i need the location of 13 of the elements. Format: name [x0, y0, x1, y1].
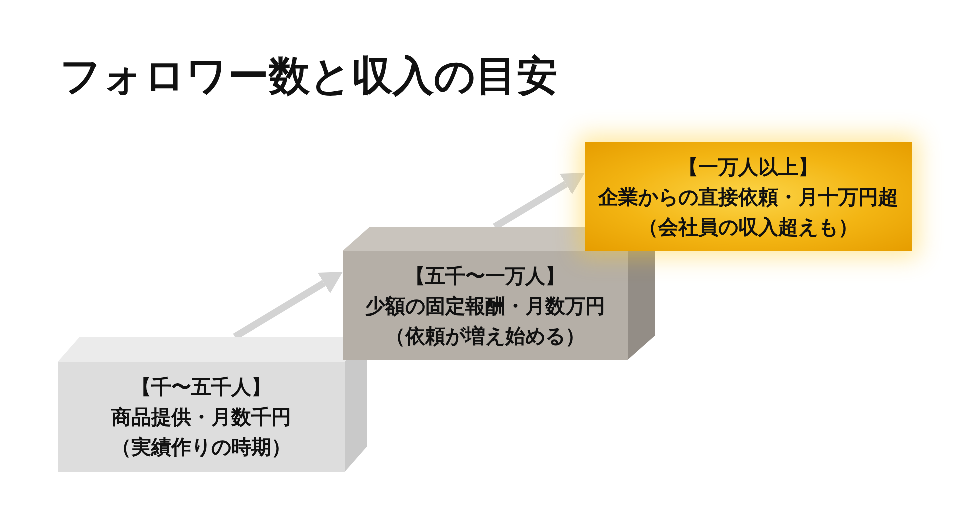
tier-note: （会社員の収入超えも） — [638, 214, 858, 240]
title: フォロワー数と収入の目安 — [60, 51, 558, 102]
tier-description: 企業からの直接依頼・月十万円超 — [598, 184, 898, 210]
tier-description: 少額の固定報酬・月数万円 — [366, 292, 606, 320]
arrow — [233, 272, 343, 340]
tier-note: （実績作りの時期） — [112, 434, 292, 461]
tier-note: （依頼が増え始める） — [386, 322, 586, 350]
tier-heading: 【千〜五千人】 — [132, 374, 272, 401]
tier-description: 商品提供・月数千円 — [112, 404, 292, 431]
highlight-block — [585, 142, 912, 251]
arrow — [493, 172, 585, 230]
tier-heading: 【五千〜一万人】 — [406, 262, 566, 290]
tier-heading: 【一万人以上】 — [678, 154, 818, 180]
